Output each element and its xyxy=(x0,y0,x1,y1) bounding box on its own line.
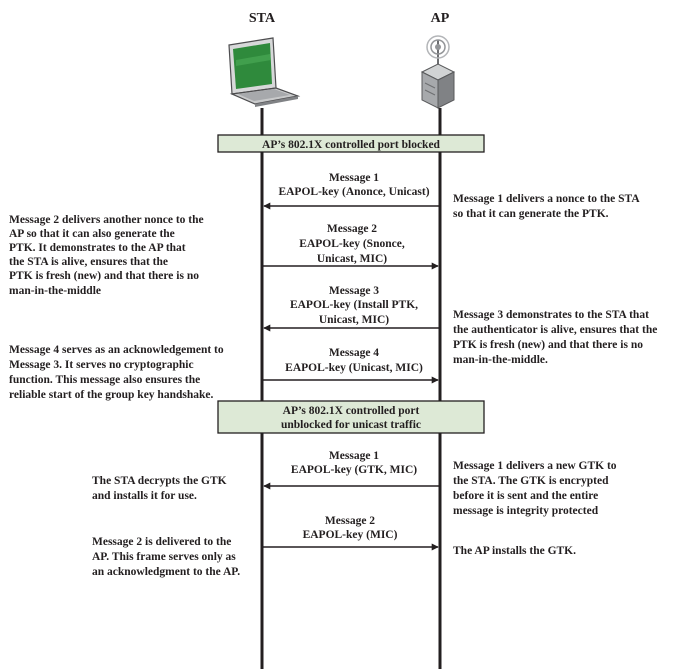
svg-text:the STA is alive, ensures that: the STA is alive, ensures that the xyxy=(9,256,168,268)
message-2-ptk: Message 2 EAPOL-key (Snonce, Unicast, MI… xyxy=(262,223,439,270)
svg-text:PTK is fresh (new) and that th: PTK is fresh (new) and that there is no xyxy=(9,270,199,282)
svg-text:Message 1 delivers a new GTK t: Message 1 delivers a new GTK to xyxy=(453,460,617,472)
svg-text:AP’s 802.1X controlled port bl: AP’s 802.1X controlled port blocked xyxy=(262,139,441,151)
svg-text:The AP installs the GTK.: The AP installs the GTK. xyxy=(453,545,576,557)
svg-text:Unicast, MIC): Unicast, MIC) xyxy=(317,253,387,265)
svg-text:Message 1 delivers a nonce to: Message 1 delivers a nonce to the STA xyxy=(453,193,640,205)
svg-text:before it is sent and the enti: before it is sent and the entire xyxy=(453,490,598,502)
svg-text:function. This message also en: function. This message also ensures the xyxy=(9,374,200,386)
note-left-gtk-install: The STA decrypts the GTK and installs it… xyxy=(92,475,227,502)
svg-text:Message 3. It serves no crypto: Message 3. It serves no cryptographic xyxy=(9,359,194,371)
svg-text:the STA. The GTK is encrypted: the STA. The GTK is encrypted xyxy=(453,475,609,487)
svg-text:Message 1: Message 1 xyxy=(329,450,379,462)
svg-text:Message 4 serves as an acknowl: Message 4 serves as an acknowledgement t… xyxy=(9,344,224,356)
message-4-ptk: Message 4 EAPOL-key (Unicast, MIC) xyxy=(262,347,439,384)
svg-text:Message 2 is delivered to the: Message 2 is delivered to the xyxy=(92,536,231,548)
svg-text:Message 3: Message 3 xyxy=(329,285,379,297)
svg-text:Message 2 delivers another non: Message 2 delivers another nonce to the xyxy=(9,214,204,226)
svg-text:message is integrity protected: message is integrity protected xyxy=(453,505,599,517)
svg-text:EAPOL-key (Anonce, Unicast): EAPOL-key (Anonce, Unicast) xyxy=(278,186,429,198)
note-right-message-1: Message 1 delivers a nonce to the STA so… xyxy=(453,193,640,220)
svg-text:AP so that it can also generat: AP so that it can also generate the xyxy=(9,228,175,240)
svg-text:Message 1: Message 1 xyxy=(329,172,379,184)
svg-text:man-in-the-middle: man-in-the-middle xyxy=(9,285,101,297)
svg-text:EAPOL-key (GTK, MIC): EAPOL-key (GTK, MIC) xyxy=(291,464,417,476)
port-blocked-bar: AP’s 802.1X controlled port blocked xyxy=(217,134,485,153)
svg-text:Message 2: Message 2 xyxy=(325,515,375,527)
laptop-icon xyxy=(228,37,301,107)
svg-text:Message 2: Message 2 xyxy=(327,223,377,235)
svg-text:PTK. It demonstrates to the AP: PTK. It demonstrates to the AP that xyxy=(9,242,186,254)
svg-text:an acknowledgment to the AP.: an acknowledgment to the AP. xyxy=(92,566,240,578)
svg-text:and installs it for use.: and installs it for use. xyxy=(92,490,197,502)
note-left-message-4: Message 4 serves as an acknowledgement t… xyxy=(9,344,224,401)
svg-text:EAPOL-key (Install PTK,: EAPOL-key (Install PTK, xyxy=(290,299,418,311)
svg-text:the authenticator is alive, en: the authenticator is alive, ensures that… xyxy=(453,324,657,336)
svg-text:EAPOL-key (Snonce,: EAPOL-key (Snonce, xyxy=(299,238,405,250)
svg-text:Message 4: Message 4 xyxy=(329,347,379,359)
note-right-gtk-deliver: Message 1 delivers a new GTK to the STA.… xyxy=(453,460,617,517)
svg-text:unblocked for unicast traffic: unblocked for unicast traffic xyxy=(281,419,421,431)
note-right-gtk-installed: The AP installs the GTK. xyxy=(453,545,576,557)
svg-text:PTK is fresh (new) and that th: PTK is fresh (new) and that there is no xyxy=(453,339,643,351)
svg-text:AP’s 802.1X controlled port: AP’s 802.1X controlled port xyxy=(283,405,420,417)
access-point-icon xyxy=(420,35,456,109)
svg-text:AP. This frame serves only as: AP. This frame serves only as xyxy=(92,551,236,563)
message-3-ptk: Message 3 EAPOL-key (Install PTK, Unicas… xyxy=(263,285,440,332)
message-1-ptk: Message 1 EAPOL-key (Anonce, Unicast) xyxy=(263,172,440,210)
note-left-gtk-ack: Message 2 is delivered to the AP. This f… xyxy=(92,536,240,578)
message-2-gtk: Message 2 EAPOL-key (MIC) xyxy=(262,515,439,551)
note-left-message-2: Message 2 delivers another nonce to the … xyxy=(9,214,204,297)
ap-label: AP xyxy=(431,11,450,26)
svg-text:reliable start of the group ke: reliable start of the group key handshak… xyxy=(9,389,213,401)
svg-text:EAPOL-key (MIC): EAPOL-key (MIC) xyxy=(303,529,398,541)
sta-label: STA xyxy=(249,11,276,26)
svg-text:man-in-the-middle.: man-in-the-middle. xyxy=(453,354,548,366)
note-right-message-3: Message 3 demonstrates to the STA that t… xyxy=(453,309,657,366)
port-unblocked-bar: AP’s 802.1X controlled port unblocked fo… xyxy=(217,400,485,434)
message-1-gtk: Message 1 EAPOL-key (GTK, MIC) xyxy=(263,450,440,490)
svg-text:The STA decrypts the GTK: The STA decrypts the GTK xyxy=(92,475,227,487)
svg-text:so that it can generate the PT: so that it can generate the PTK. xyxy=(453,208,609,220)
svg-text:EAPOL-key (Unicast, MIC): EAPOL-key (Unicast, MIC) xyxy=(285,362,423,374)
svg-text:Message 3 demonstrates to the: Message 3 demonstrates to the STA that xyxy=(453,309,649,321)
svg-text:Unicast, MIC): Unicast, MIC) xyxy=(319,314,389,326)
